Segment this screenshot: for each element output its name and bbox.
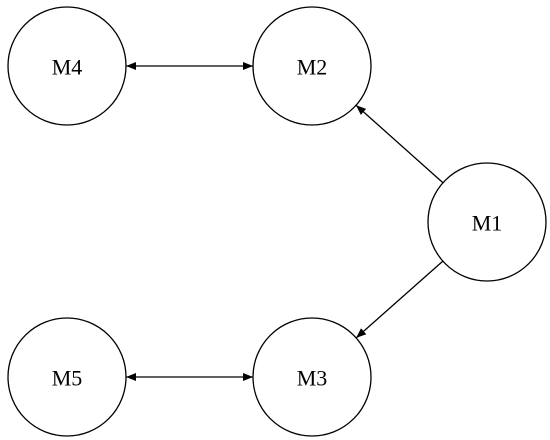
node-m4: M4 bbox=[7, 6, 127, 126]
node-m2-circle bbox=[252, 6, 372, 126]
node-m5-label: M5 bbox=[52, 366, 83, 391]
node-m3-label: M3 bbox=[297, 366, 328, 391]
edge-m1-m2 bbox=[355, 104, 444, 184]
node-m2-label: M2 bbox=[297, 55, 328, 80]
node-m2: M2 bbox=[252, 6, 372, 126]
node-m5: M5 bbox=[7, 317, 127, 437]
node-m1: M1 bbox=[427, 162, 547, 282]
edge-m1-m3 bbox=[355, 260, 444, 339]
node-m4-label: M4 bbox=[52, 55, 83, 80]
node-m5-circle bbox=[7, 317, 127, 437]
edges-layer bbox=[126, 62, 444, 381]
node-m4-circle bbox=[7, 6, 127, 126]
nodes-layer: M4 M2 M1 M5 M3 bbox=[7, 6, 547, 437]
node-m1-label: M1 bbox=[472, 211, 503, 236]
node-m1-circle bbox=[427, 162, 547, 282]
node-m3: M3 bbox=[252, 317, 372, 437]
node-m3-circle bbox=[252, 317, 372, 437]
